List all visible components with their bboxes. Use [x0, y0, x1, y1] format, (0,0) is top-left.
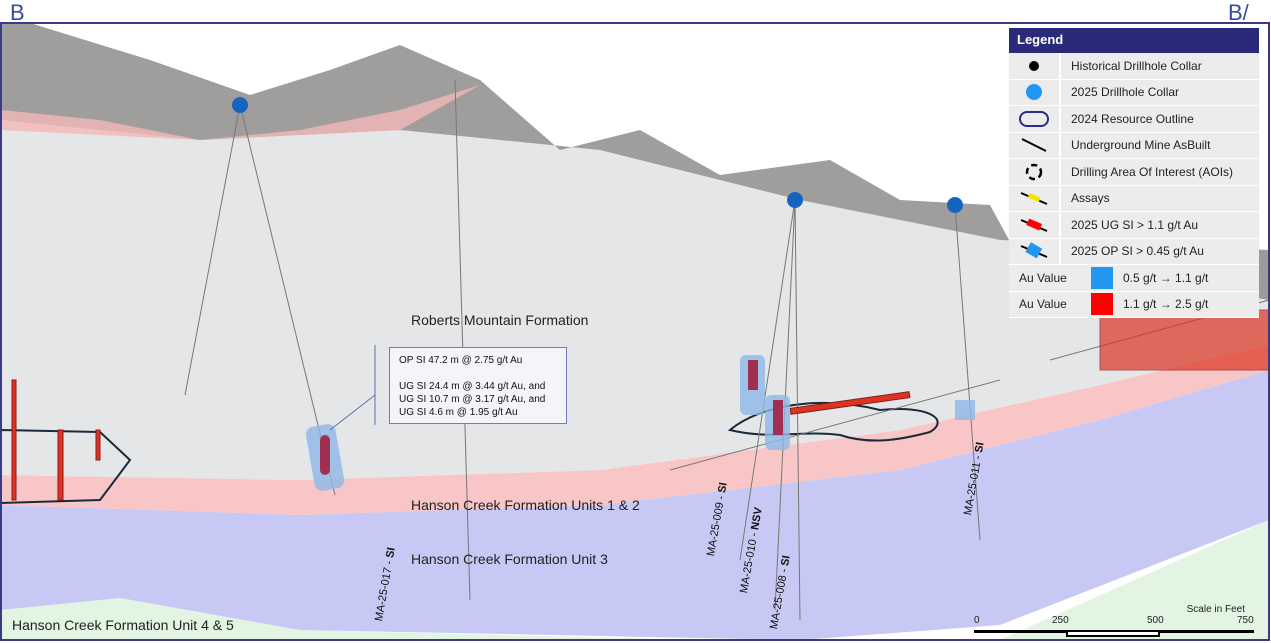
legend-item: Historical Drillhole Collar: [1009, 53, 1259, 80]
callout-line: UG SI 4.6 m @ 1.95 g/t Au: [399, 407, 518, 418]
legend-item: 2024 Resource Outline: [1009, 106, 1259, 133]
blue-assay-icon: [1020, 242, 1048, 259]
callout-line: OP SI 47.2 m @ 2.75 g/t Au: [399, 355, 523, 366]
section-end-label: B/: [1228, 0, 1249, 25]
callout-line: UG SI 24.4 m @ 3.44 g/t Au, and: [399, 381, 546, 392]
scale-bar: Scale in Feet 0 250 500 750: [972, 604, 1255, 642]
intercept-callout: OP SI 47.2 m @ 2.75 g/t Au UG SI 24.4 m …: [389, 347, 567, 424]
legend-item: 2025 OP SI > 0.45 g/t Au: [1009, 238, 1259, 265]
unit-1-2: [1, 345, 1269, 515]
legend-item: 2025 UG SI > 1.1 g/t Au: [1009, 212, 1259, 239]
outline-icon: [1019, 110, 1049, 127]
black-dot-icon: [1029, 60, 1039, 71]
collar-017: [232, 97, 248, 113]
blue-dot-icon: [1026, 84, 1042, 101]
legend-item: Drilling Area Of Interest (AOIs): [1009, 159, 1259, 186]
formation-label: Hanson Creek Formation Units 1 & 2: [411, 497, 640, 513]
formation-label: Hanson Creek Formation Unit 4 & 5: [12, 617, 234, 633]
section-start-label: B: [10, 0, 25, 25]
unit-3: [1, 370, 1269, 640]
dashed-circle-icon: [1025, 163, 1043, 180]
legend-item: Underground Mine AsBuilt: [1009, 132, 1259, 159]
formation-label: Hanson Creek Formation Unit 3: [411, 551, 608, 567]
formation-label: Roberts Mountain Formation: [411, 312, 589, 328]
yellow-assay-icon: [1020, 192, 1048, 206]
line-icon: [1021, 138, 1047, 153]
blue-swatch-icon: [1091, 266, 1113, 289]
legend-title: Legend: [1009, 28, 1259, 53]
legend-item: 2025 Drillhole Collar: [1009, 79, 1259, 106]
legend-item: Assays: [1009, 185, 1259, 212]
red-swatch-icon: [1091, 293, 1113, 316]
topography: [1, 23, 1269, 300]
roberts-mountain: [1, 120, 1269, 480]
legend: Legend Historical Drillhole Collar 2025 …: [1009, 28, 1259, 318]
red-assay-icon: [1020, 218, 1048, 232]
unit-4-5: [1, 598, 700, 640]
callout-line: UG SI 10.7 m @ 3.17 g/t Au, and: [399, 394, 546, 405]
